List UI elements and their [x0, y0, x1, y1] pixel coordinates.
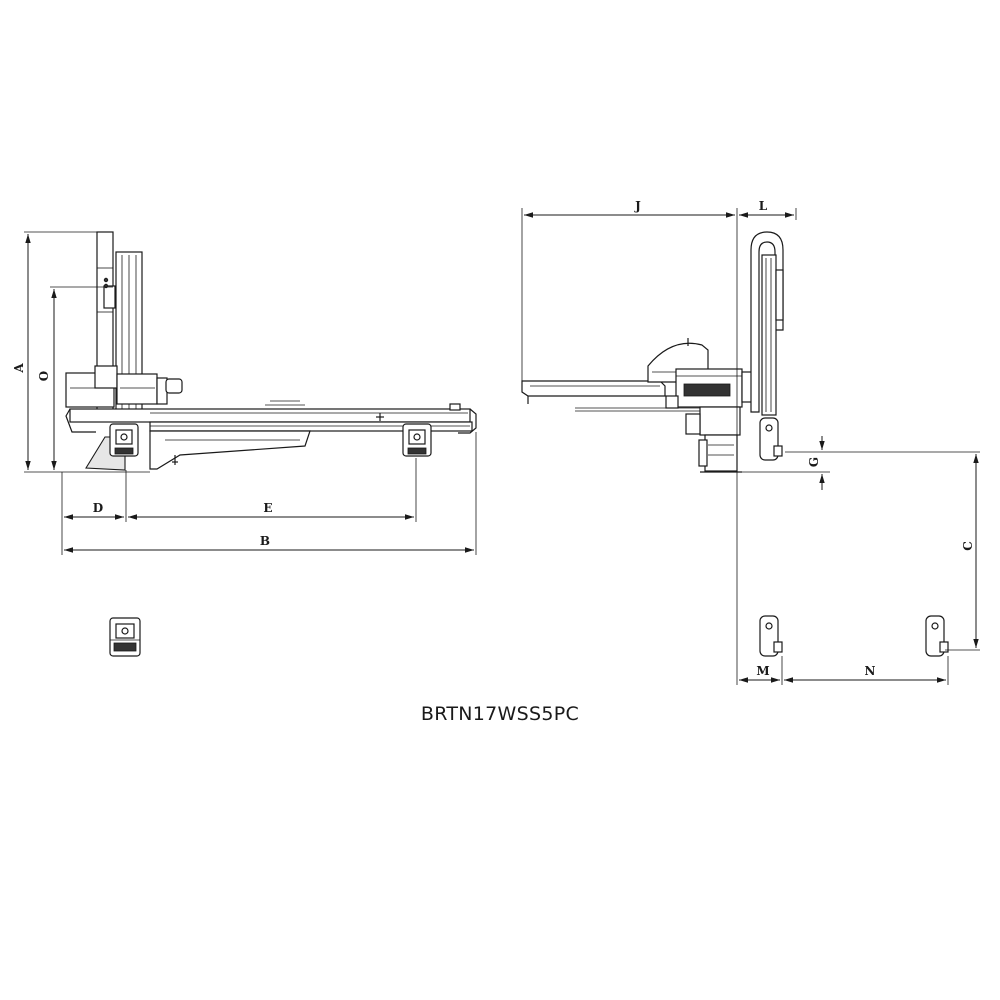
- side-gripper-n: [925, 615, 949, 657]
- dim-label-n: N: [865, 664, 876, 678]
- dim-label-j: J: [634, 199, 641, 213]
- front-view: [60, 231, 477, 657]
- gripper-detail: [109, 617, 141, 657]
- dim-label-l: L: [759, 199, 768, 213]
- gripper-left: [109, 423, 139, 457]
- side-view-dimensions: J L G C M N: [521, 199, 980, 685]
- side-gripper-top: [759, 417, 783, 461]
- front-view-dimensions: A O D E B: [12, 231, 477, 555]
- traverse-beam: [69, 408, 471, 423]
- side-view: [521, 231, 949, 657]
- dim-label-c: C: [961, 541, 975, 551]
- dim-label-g: G: [807, 457, 821, 467]
- gripper-right: [402, 423, 432, 457]
- dim-label-e: E: [263, 501, 272, 515]
- dim-label-m: M: [756, 664, 769, 678]
- support-bracket: [149, 430, 311, 470]
- platform-arm: [521, 380, 666, 397]
- dim-label-d: D: [93, 501, 103, 515]
- dim-label-b: B: [260, 534, 270, 548]
- dim-label-a: A: [12, 363, 26, 374]
- side-gripper-m: [759, 615, 783, 657]
- dim-label-o: O: [37, 371, 51, 381]
- model-code: BRTN17WSS5PC: [420, 703, 580, 725]
